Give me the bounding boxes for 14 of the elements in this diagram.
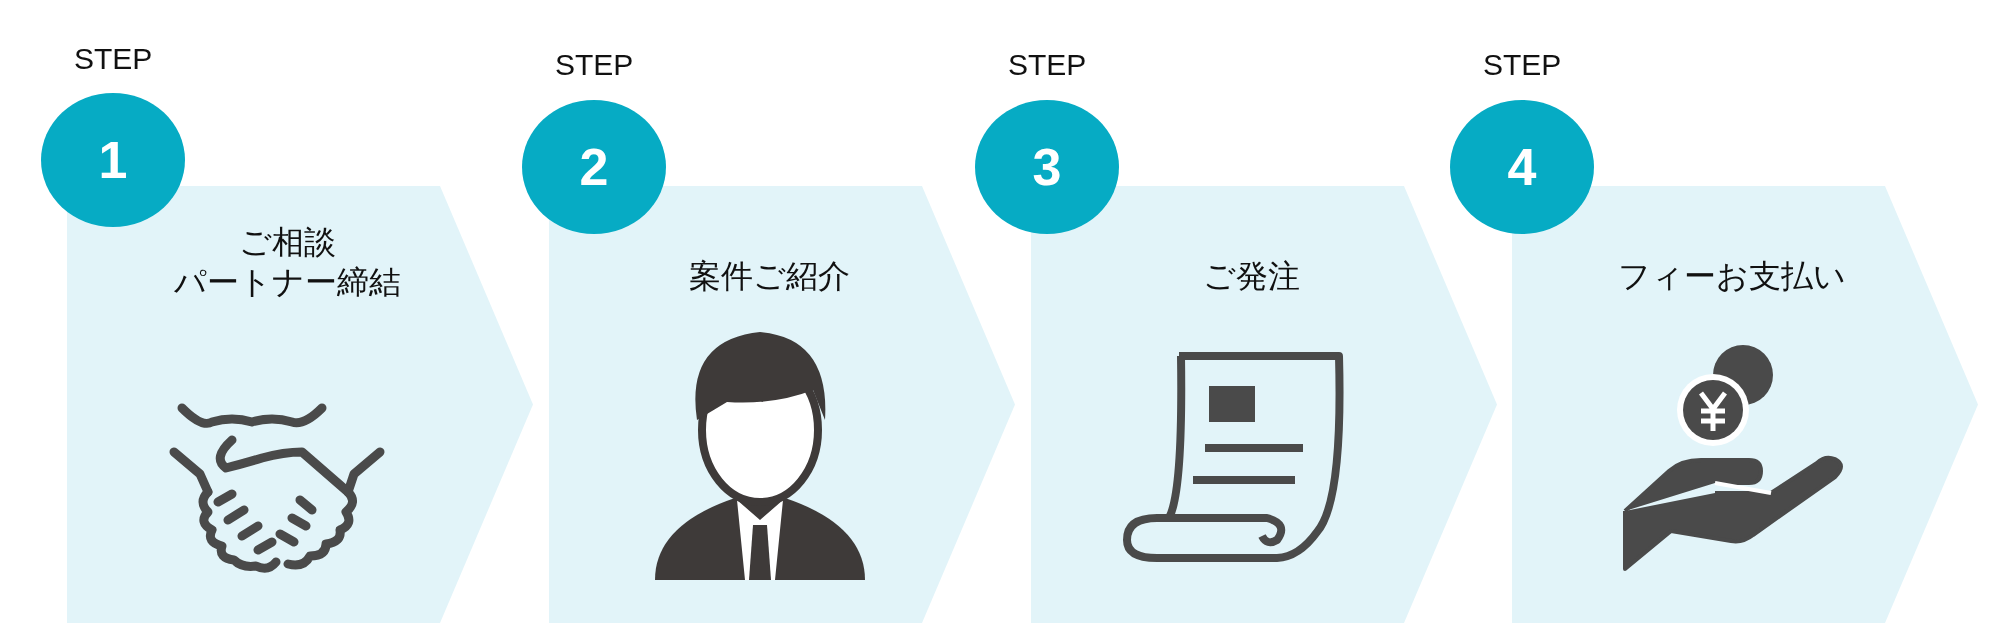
step-title: 案件ご紹介 — [687, 256, 851, 296]
step-label: STEP — [1483, 48, 1562, 82]
step-label: STEP — [74, 42, 153, 76]
step-number: 4 — [1507, 137, 1537, 197]
step-label: STEP — [1008, 48, 1087, 82]
step-title: ご発注 — [1201, 256, 1301, 296]
step-title: ご相談パートナー締結 — [172, 222, 402, 302]
step-title: フィーお支払い — [1617, 256, 1847, 296]
step-number: 1 — [98, 130, 128, 190]
step-chevron — [67, 186, 533, 623]
step-number: 2 — [579, 137, 609, 197]
step-number: 3 — [1032, 137, 1062, 197]
step-chevron — [1031, 186, 1497, 623]
step-label: STEP — [555, 48, 634, 82]
